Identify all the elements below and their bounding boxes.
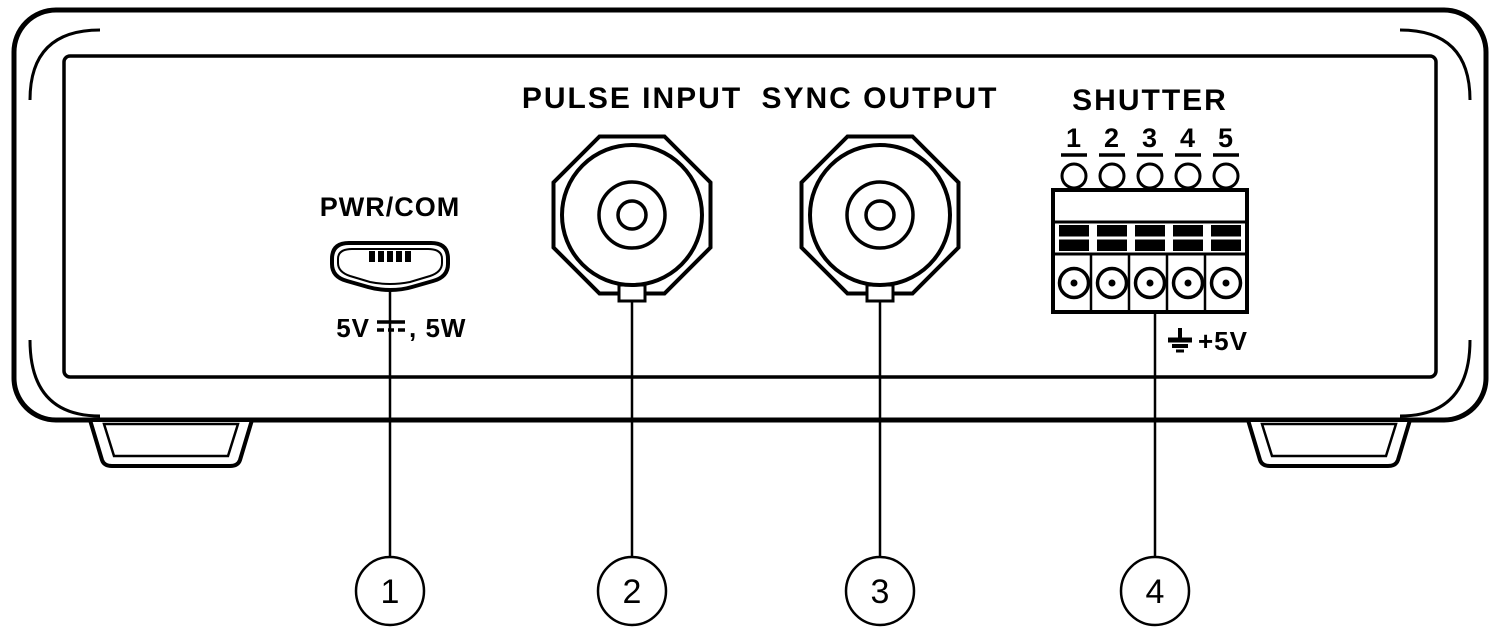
usb-power-rating-suffix: , 5W (409, 313, 466, 343)
micro-usb-port-inner (337, 248, 443, 286)
terminal-clamp-openings (1059, 225, 1241, 251)
shutter-pin-numbers: 1 2 3 4 5 (1061, 123, 1239, 157)
pin-number-2: 2 (1104, 123, 1120, 153)
callout-number: 1 (381, 573, 400, 611)
bnc-center-pin (864, 199, 896, 231)
pwr-com-label: PWR/COM (320, 192, 460, 222)
corner-bevel-top-right (1399, 28, 1472, 101)
right-foot (1245, 418, 1413, 468)
micro-usb-port-outline (330, 241, 450, 293)
callout-leader-lines (388, 290, 1157, 557)
left-foot (87, 418, 255, 468)
corner-bevel-bottom-left (28, 339, 101, 418)
bnc-center-pin (616, 199, 648, 231)
callout-circle (596, 555, 668, 627)
callout-circle (844, 555, 916, 627)
shutter-label: SHUTTER (1072, 84, 1228, 117)
callout-4: 4 (1119, 555, 1191, 627)
callouts: 1 2 3 4 (354, 555, 1191, 627)
micro-usb-pins-icon (369, 251, 411, 262)
pwr-com-connector: PWR/COM 5V , 5W (320, 192, 466, 343)
corner-bevel-top-left (28, 28, 101, 101)
terminal-top-screws (1060, 162, 1240, 190)
callout-3: 3 (844, 555, 916, 627)
bnc-bottom-tab (865, 283, 895, 303)
callout-1: 1 (354, 555, 426, 627)
shutter-terminal-block: SHUTTER 1 2 3 4 5 (1051, 84, 1249, 356)
sync-output-label: SYNC OUTPUT (761, 82, 998, 115)
pin-number-3: 3 (1142, 123, 1158, 153)
terminal-bottom-screws (1057, 266, 1243, 300)
sync-output-connector: SYNC OUTPUT (761, 82, 998, 303)
pulse-input-connector: PULSE INPUT (522, 82, 742, 303)
pin-number-5: 5 (1218, 123, 1234, 153)
corner-bevel-bottom-right (1399, 339, 1472, 418)
callout-number: 4 (1146, 573, 1165, 611)
callout-2: 2 (596, 555, 668, 627)
callout-number: 2 (623, 573, 642, 611)
usb-power-rating-prefix: 5V (336, 313, 370, 343)
callout-circle (354, 555, 426, 627)
pin-number-1: 1 (1066, 123, 1082, 153)
bnc-bottom-tab (617, 283, 647, 303)
shutter-power-label: +5V (1198, 326, 1248, 356)
device-body (11, 7, 1489, 468)
callout-circle (1119, 555, 1191, 627)
pin-number-4: 4 (1180, 123, 1196, 153)
pulse-input-label: PULSE INPUT (522, 82, 742, 115)
callout-number: 3 (871, 573, 890, 611)
ground-symbol-icon (1168, 328, 1192, 353)
dc-power-symbol-icon (377, 320, 405, 332)
